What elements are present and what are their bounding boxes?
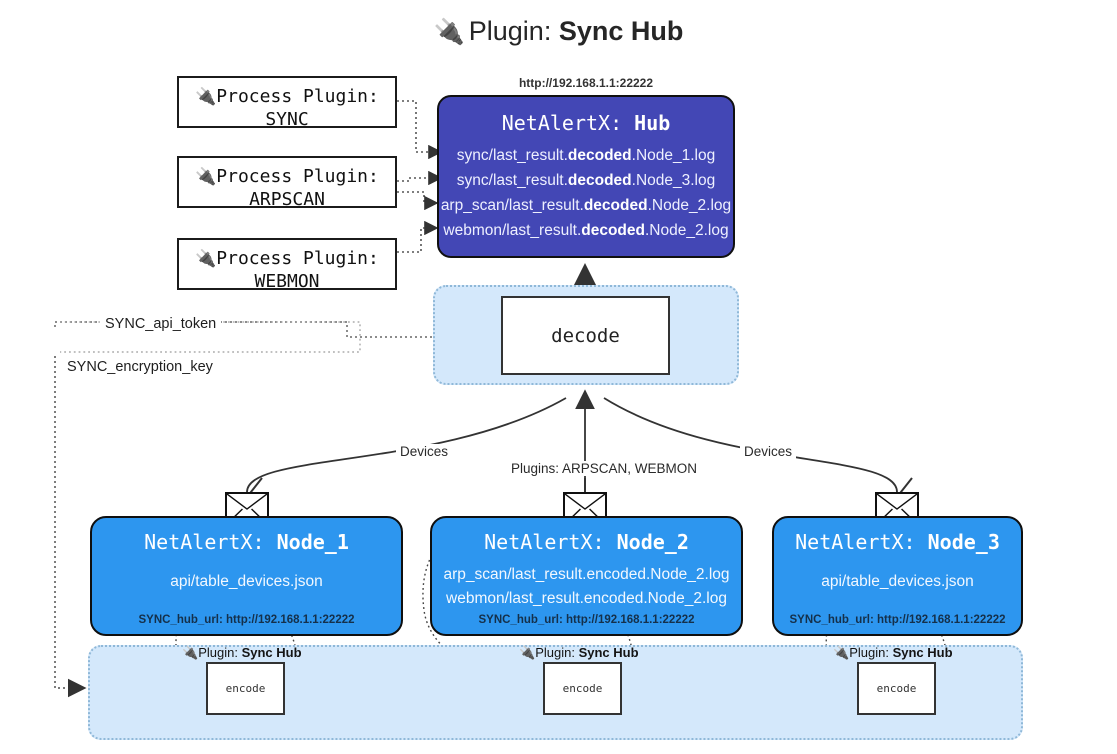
node-title: NetAlertX: Node_3 — [795, 530, 1000, 554]
plug-icon: 🔌 — [195, 249, 217, 269]
hub-log-list: sync/last_result.decoded.Node_1.log sync… — [439, 143, 733, 243]
encoder-plugin-label-3: 🔌Plugin: Sync Hub — [833, 645, 953, 661]
process-plugin-line1: 🔌Process Plugin: — [195, 166, 379, 187]
title-prefix: Plugin: — [468, 16, 552, 46]
node-row: api/table_devices.json — [170, 573, 323, 590]
node-hub-url: SYNC_hub_url: http://192.168.1.1:22222 — [138, 614, 355, 626]
process-plugin-arpscan[interactable]: 🔌Process Plugin: ARPSCAN — [177, 156, 397, 211]
encode-box-1[interactable]: encode — [206, 662, 285, 715]
process-plugin-line2: ARPSCAN — [249, 189, 325, 211]
encode-box-3[interactable]: encode — [857, 662, 936, 715]
node-hub-url: SYNC_hub_url: http://192.168.1.1:22222 — [789, 614, 1006, 626]
hub-node[interactable]: NetAlertX: Hub sync/last_result.decoded.… — [437, 95, 735, 258]
decode-box[interactable]: decode — [501, 296, 670, 375]
wire-arpscan-to-log3 — [397, 191, 439, 211]
process-plugin-line2: SYNC — [265, 109, 309, 131]
node-row: arp_scan/last_result.encoded.Node_2.log — [443, 566, 730, 583]
label-sync-encryption-key: SYNC_encryption_key — [62, 359, 218, 375]
process-plugin-line1: 🔌Process Plugin: — [195, 86, 379, 107]
encoder-plugin-label-1: 🔌Plugin: Sync Hub — [182, 645, 302, 661]
hub-title-name: Hub — [634, 111, 671, 135]
wire-webmon-to-log4 — [397, 220, 439, 253]
edge-label-plugins: Plugins: ARPSCAN, WEBMON — [507, 461, 702, 476]
process-plugin-line2: WEBMON — [254, 271, 320, 293]
wire-arpscan-to-log2 — [397, 170, 443, 186]
plug-icon: 🔌 — [182, 646, 199, 661]
wire-encryption-key-to-encoders — [54, 356, 87, 698]
hub-title-prefix: NetAlertX: — [501, 111, 623, 135]
page-title: 🔌Plugin: Sync Hub — [0, 16, 1117, 47]
node-box-node-3[interactable]: NetAlertX: Node_3 api/table_devices.json… — [772, 516, 1023, 636]
process-plugin-webmon[interactable]: 🔌Process Plugin: WEBMON — [177, 238, 397, 293]
plug-icon: 🔌 — [833, 646, 850, 661]
process-plugin-sync[interactable]: 🔌Process Plugin: SYNC — [177, 76, 397, 131]
plug-icon: 🔌 — [519, 646, 536, 661]
wire-sync-to-log1 — [397, 100, 443, 160]
node-title: NetAlertX: Node_2 — [484, 530, 689, 554]
plug-icon: 🔌 — [195, 87, 217, 107]
node-title: NetAlertX: Node_1 — [144, 530, 349, 554]
hub-title: NetAlertX: Hub — [439, 111, 733, 135]
node-hub-url: SYNC_hub_url: http://192.168.1.1:22222 — [478, 614, 695, 626]
node-box-node-1[interactable]: NetAlertX: Node_1 api/table_devices.json… — [90, 516, 403, 636]
plug-icon: 🔌 — [195, 167, 217, 187]
hub-log-row: webmon/last_result.decoded.Node_2.log — [443, 222, 729, 240]
hub-log-row: sync/last_result.decoded.Node_1.log — [456, 147, 716, 164]
encoder-plugin-label-2: 🔌Plugin: Sync Hub — [519, 645, 639, 661]
hub-log-row: sync/last_result.decoded.Node_3.log — [456, 172, 716, 190]
title-name: Sync Hub — [558, 16, 684, 46]
process-plugin-line1: 🔌Process Plugin: — [195, 248, 379, 269]
hub-url-label: http://192.168.1.1:22222 — [518, 76, 654, 90]
label-sync-api-token: SYNC_api_token — [100, 316, 222, 332]
edge-label-devices-right: Devices — [740, 444, 797, 459]
edge-label-devices-left: Devices — [396, 444, 453, 459]
plug-icon: 🔌 — [433, 18, 465, 46]
hub-log-row: arp_scan/last_result.decoded.Node_2.log — [440, 197, 732, 215]
node-row: api/table_devices.json — [821, 573, 974, 590]
node-box-node-2[interactable]: NetAlertX: Node_2 arp_scan/last_result.e… — [430, 516, 743, 636]
encode-box-2[interactable]: encode — [543, 662, 622, 715]
node-row: webmon/last_result.encoded.Node_2.log — [446, 590, 727, 608]
